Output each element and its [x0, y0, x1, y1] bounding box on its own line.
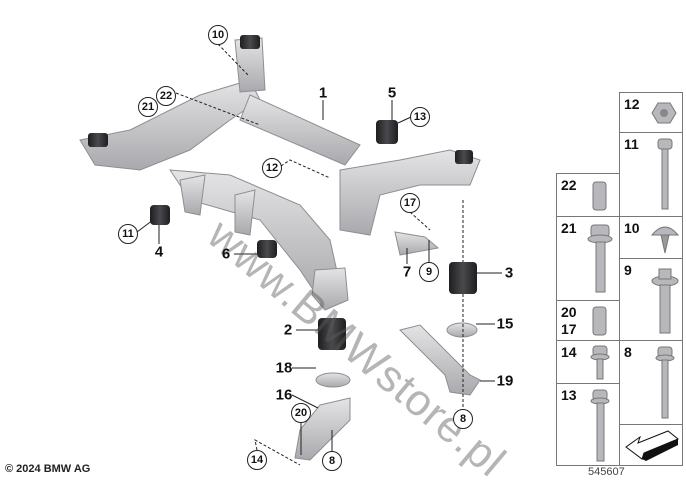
subframe	[79, 37, 481, 311]
part-number: 11	[624, 136, 639, 152]
callout-7[interactable]: 7	[402, 263, 412, 281]
rear-axle-carrier-illustration	[79, 35, 502, 466]
part-number: 20	[561, 304, 577, 320]
nut-icon	[651, 102, 677, 124]
part-cell-11[interactable]: 11	[619, 132, 683, 217]
plate-15	[446, 322, 478, 338]
part-cell-10[interactable]: 10	[619, 216, 683, 259]
washer-18	[315, 372, 351, 388]
callout-9[interactable]: 9	[419, 262, 439, 282]
part-cell-14[interactable]: 14	[556, 340, 620, 384]
part-number: 21	[561, 220, 577, 236]
diagram-number: 545607	[588, 466, 625, 478]
part-number: 14	[561, 344, 577, 360]
callout-19[interactable]: 19	[496, 372, 514, 390]
bracket-7	[394, 231, 440, 256]
bushing-6	[257, 240, 277, 258]
bushing-3	[449, 262, 477, 294]
part-cell-12[interactable]: 12	[619, 92, 683, 133]
bolt-icon	[587, 224, 613, 293]
callout-17[interactable]: 17	[400, 193, 420, 213]
part-number: 22	[561, 177, 577, 193]
leader-lines	[136, 43, 502, 466]
part-number: 10	[624, 220, 640, 236]
rubber-bushings	[88, 35, 477, 350]
bolt-icon	[651, 268, 679, 334]
callout-6[interactable]: 6	[221, 245, 231, 263]
part-number: 8	[624, 344, 632, 360]
part-cell-13[interactable]: 13	[556, 383, 620, 466]
threaded-insert-icon	[592, 306, 607, 336]
part-number: 9	[624, 262, 632, 278]
callout-12[interactable]: 12	[262, 158, 282, 178]
clip-icon	[650, 226, 680, 254]
copyright-text: © 2024 BMW AG	[5, 463, 91, 475]
callout-1[interactable]: 1	[318, 84, 328, 102]
part-cell-8[interactable]: 8	[619, 340, 683, 425]
bushing-4	[150, 205, 170, 225]
callout-5[interactable]: 5	[387, 84, 397, 102]
bracket-16	[294, 397, 351, 461]
bolt-icon	[657, 138, 673, 210]
callout-15[interactable]: 15	[496, 315, 514, 333]
arrow-icon	[625, 430, 679, 461]
callout-8[interactable]: 8	[322, 451, 342, 471]
callout-14[interactable]: 14	[247, 450, 267, 470]
threaded-insert-icon	[592, 181, 607, 211]
part-number: 12	[624, 96, 640, 112]
callout-22[interactable]: 22	[156, 86, 176, 106]
part-cell-9[interactable]: 9	[619, 258, 683, 341]
view-direction-arrow-cell	[619, 424, 683, 466]
callout-21[interactable]: 21	[138, 97, 158, 117]
part-cell-20-17[interactable]: 20 17	[556, 300, 620, 341]
callout-2[interactable]: 2	[283, 321, 293, 339]
bolt-icon	[655, 346, 675, 419]
callout-13[interactable]: 13	[410, 107, 430, 127]
bolt-icon	[590, 389, 610, 462]
callout-10[interactable]: 10	[208, 25, 228, 45]
part-number: 13	[561, 387, 577, 403]
arm-19	[399, 324, 481, 396]
small-parts	[294, 231, 481, 461]
bushing-5	[376, 120, 398, 144]
callout-20[interactable]: 20	[291, 403, 311, 423]
part-number: 17	[561, 321, 577, 337]
callout-11[interactable]: 11	[118, 224, 138, 244]
callout-16[interactable]: 16	[275, 386, 293, 404]
bolt-icon	[590, 345, 610, 380]
callout-3[interactable]: 3	[504, 264, 514, 282]
callout-4[interactable]: 4	[154, 243, 164, 261]
part-cell-21[interactable]: 21	[556, 216, 620, 301]
part-cell-22[interactable]: 22	[556, 173, 620, 217]
bushing-2	[318, 318, 346, 350]
callout-18[interactable]: 18	[275, 359, 293, 377]
callout-8[interactable]: 8	[453, 409, 473, 429]
